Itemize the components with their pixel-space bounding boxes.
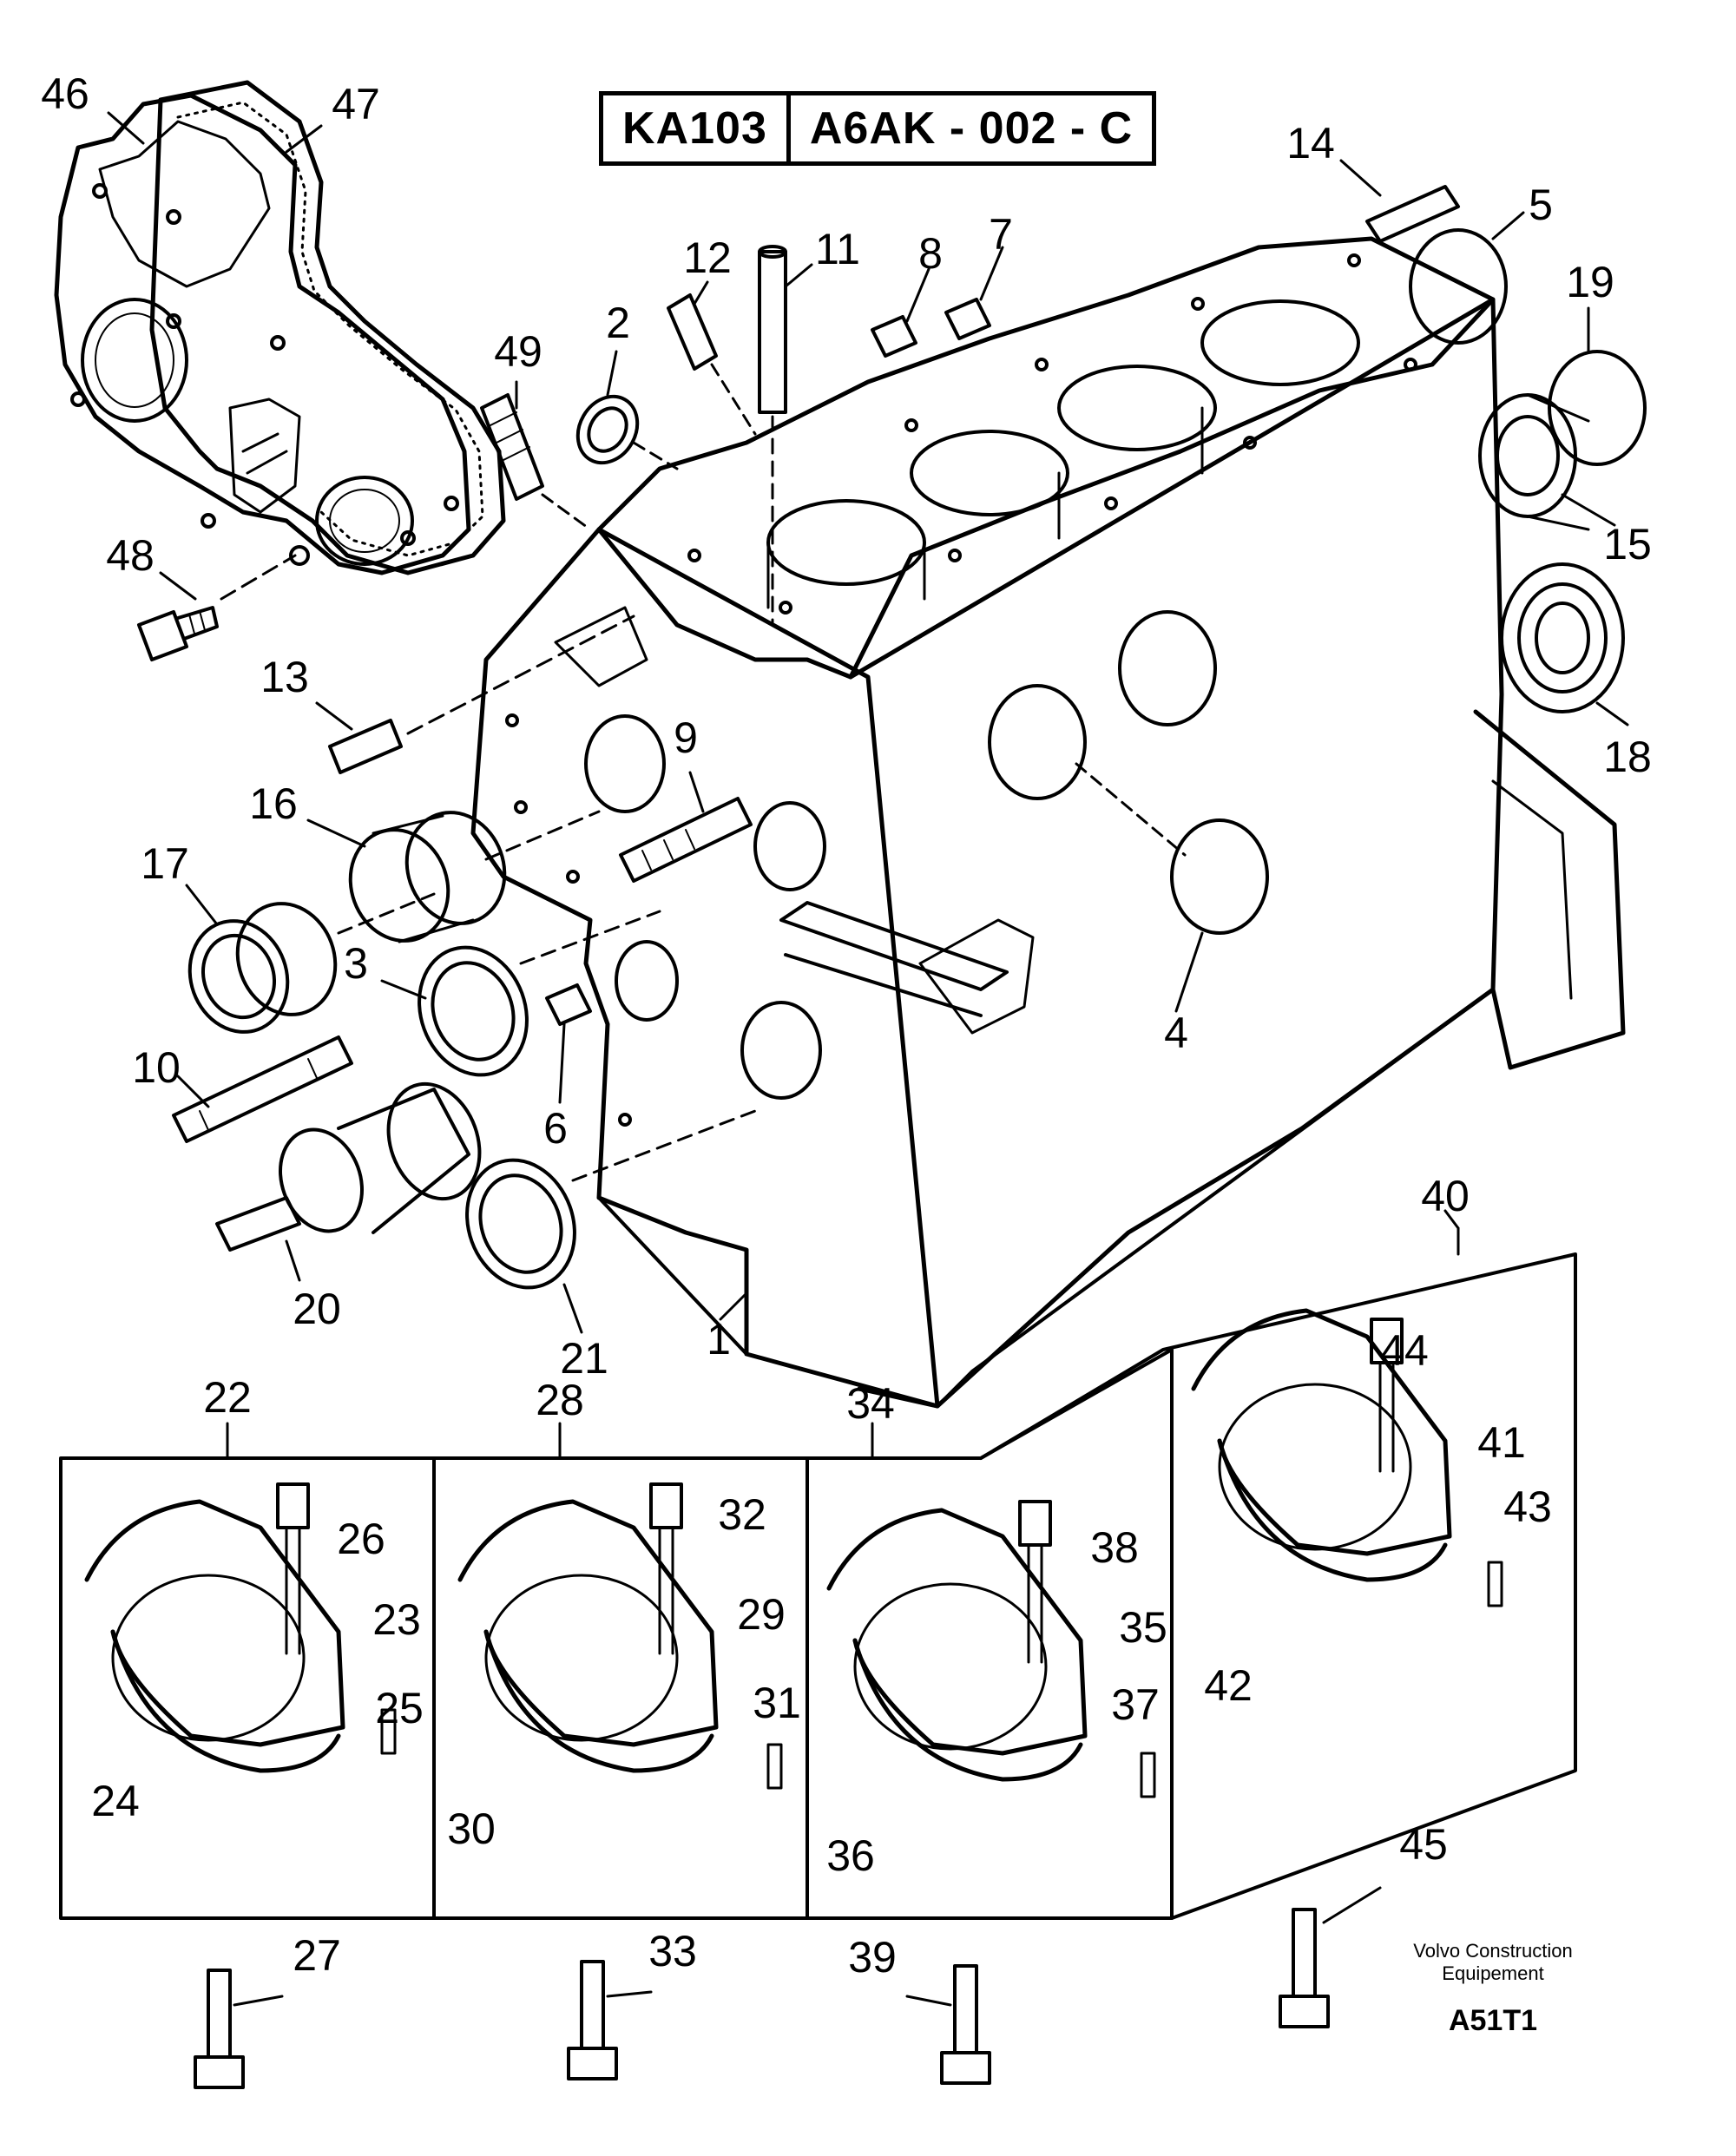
pin-7	[944, 298, 991, 340]
bush-16	[348, 810, 601, 943]
callout-26: 26	[337, 1515, 385, 1563]
pin-8	[871, 315, 917, 358]
callout-13: 13	[260, 653, 309, 701]
callout-17: 17	[141, 839, 189, 888]
leader-lines	[107, 111, 1629, 1334]
pin-12	[667, 293, 757, 436]
callout-29: 29	[737, 1590, 786, 1639]
callout-18: 18	[1603, 733, 1652, 781]
company-line-1: Volvo Construction	[1413, 1940, 1573, 1962]
callout-42: 42	[1204, 1661, 1253, 1710]
stud-9	[619, 797, 753, 883]
callout-38: 38	[1090, 1523, 1139, 1572]
callout-1: 1	[707, 1315, 731, 1364]
callout-44: 44	[1380, 1326, 1429, 1375]
timing-cover-gasket	[149, 80, 506, 575]
screw-27	[194, 1969, 284, 2089]
figure-ref: A6AK - 002 - C	[786, 95, 1152, 161]
callout-22: 22	[203, 1373, 252, 1422]
callout-9: 9	[674, 713, 698, 762]
callout-27: 27	[293, 1931, 341, 1980]
bearing-cap-29	[457, 1482, 783, 1790]
footer-credit: Volvo Construction Equipement A51T1	[1389, 1940, 1597, 2038]
callout-43: 43	[1503, 1482, 1552, 1531]
drawing-code: A51T1	[1448, 2004, 1538, 2037]
plug-19	[1548, 350, 1647, 466]
pin-13	[328, 615, 635, 774]
callout-46: 46	[41, 69, 89, 118]
engine-block	[470, 236, 1626, 1409]
figure-reference-box: KA103 A6AK - 002 - C	[599, 91, 1157, 166]
screw-45	[1279, 1886, 1382, 2028]
callout-48: 48	[106, 531, 155, 580]
callout-19: 19	[1566, 258, 1614, 306]
cap-panels	[59, 1226, 1577, 1920]
callout-8: 8	[918, 229, 943, 278]
seal-18	[1500, 562, 1625, 713]
bearing-15	[1478, 393, 1590, 531]
callout-47: 47	[332, 80, 380, 128]
callout-23: 23	[372, 1595, 421, 1644]
callout-12: 12	[683, 233, 732, 282]
bush-21	[465, 1109, 757, 1290]
callout-7: 7	[989, 210, 1013, 259]
callout-15: 15	[1603, 520, 1652, 569]
callout-30: 30	[447, 1804, 496, 1853]
callout-5: 5	[1529, 181, 1553, 229]
dowel-6	[545, 983, 592, 1026]
callout-2: 2	[606, 299, 630, 347]
callout-21: 21	[560, 1334, 608, 1383]
callout-11: 11	[815, 225, 860, 273]
callout-16: 16	[249, 779, 298, 828]
idler-shaft-20	[215, 1081, 482, 1252]
catalog-ref: KA103	[622, 103, 767, 154]
callout-28: 28	[536, 1376, 584, 1424]
callout-10: 10	[132, 1043, 181, 1092]
cover-bolt	[137, 554, 297, 661]
callout-34: 34	[846, 1379, 895, 1428]
callout-6: 6	[543, 1104, 568, 1153]
callout-45: 45	[1399, 1820, 1448, 1869]
callout-37: 37	[1111, 1680, 1160, 1729]
callout-49: 49	[494, 327, 542, 376]
callout-24: 24	[91, 1777, 140, 1825]
callout-40: 40	[1421, 1172, 1470, 1220]
company-line-2: Equipement	[1442, 1962, 1544, 1984]
callout-4: 4	[1164, 1009, 1188, 1057]
callout-36: 36	[826, 1831, 875, 1880]
bearing-cap-41	[1191, 1308, 1503, 1607]
callout-35: 35	[1119, 1603, 1167, 1652]
bush-3	[418, 910, 661, 1077]
callout-39: 39	[848, 1933, 897, 1982]
screw-39	[905, 1964, 991, 2085]
callout-14: 14	[1286, 119, 1335, 168]
callout-32: 32	[718, 1490, 766, 1539]
screw-33	[567, 1960, 653, 2080]
bearing-cap-35	[826, 1500, 1156, 1798]
callout-31: 31	[753, 1679, 801, 1727]
bush-17	[187, 892, 436, 1034]
plug-4	[1075, 762, 1269, 935]
callout-25: 25	[375, 1684, 424, 1732]
callout-3: 3	[344, 939, 368, 988]
sleeve-49	[480, 393, 592, 531]
callout-33: 33	[648, 1927, 697, 1975]
leader-1	[719, 1292, 748, 1321]
callout-20: 20	[293, 1285, 341, 1333]
dowel-11	[758, 245, 787, 627]
timing-cover	[54, 93, 471, 575]
plug-5	[1409, 228, 1508, 345]
bearing-cap-23	[84, 1482, 397, 1773]
pin-14	[1365, 185, 1460, 243]
shaft-10	[172, 1035, 353, 1143]
bearing-2	[575, 394, 679, 470]
callout-41: 41	[1477, 1418, 1526, 1467]
